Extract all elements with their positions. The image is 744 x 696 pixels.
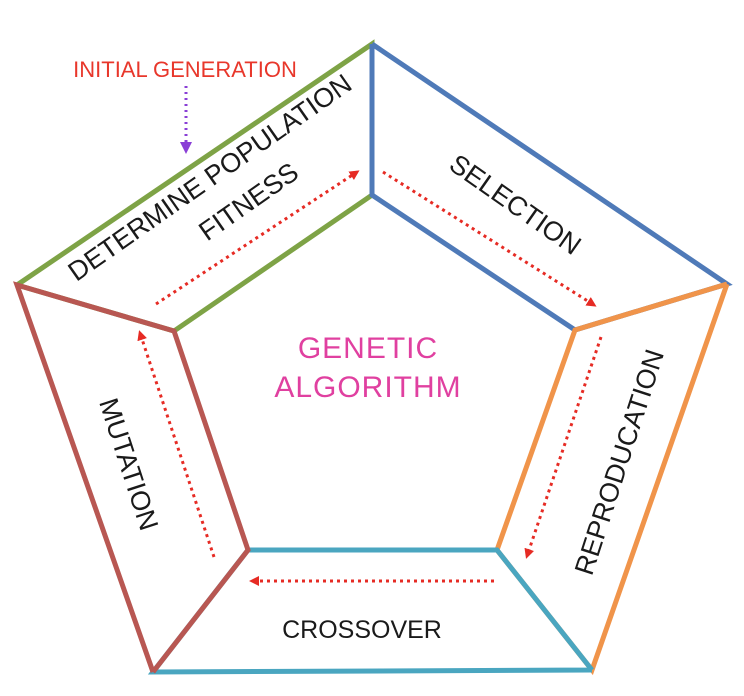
crossover-panel-border (147, 547, 594, 675)
mutation-panel-border (13, 281, 251, 674)
mutation-to-fitness-arrow (137, 330, 216, 558)
fitness-to-selection-arrow (155, 170, 360, 306)
center-title-line2: ALGORITHM (274, 371, 461, 404)
pentagon-frame (13, 39, 733, 676)
reproduction-label: REPRODUCATION (569, 346, 670, 579)
selection-panel-border (369, 41, 733, 333)
initial-generation-label: INITIAL GENERATION (73, 57, 297, 82)
cycle-arrows (137, 170, 603, 586)
crossover-label: CROSSOVER (282, 616, 442, 644)
fitness-label-group: DETERMINE POPULATION FITNESS (63, 68, 358, 287)
mutation-label: MUTATION (93, 394, 164, 534)
fitness-label-line1: DETERMINE POPULATION (63, 68, 358, 287)
center-title-line1: GENETIC (298, 332, 438, 365)
selection-label: SELECTION (444, 148, 587, 260)
